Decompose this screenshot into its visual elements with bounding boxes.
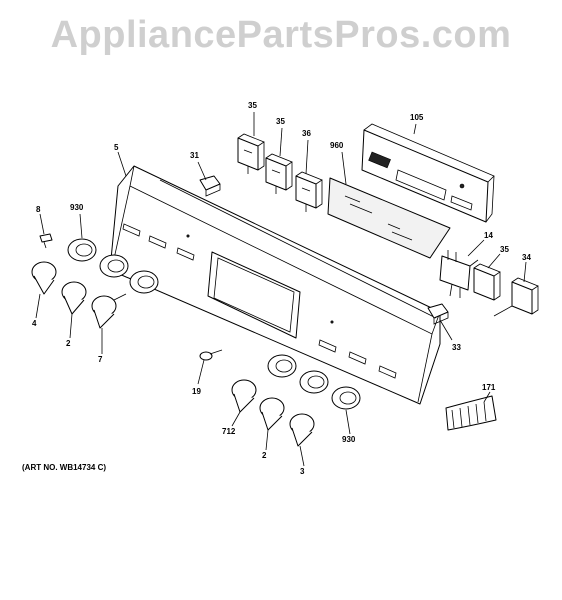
callout-labels: 35 35 36 960 105 5 31 8 930 14 35 34 4 2…	[32, 101, 531, 476]
knob-7[interactable]	[91, 293, 127, 329]
callout-7: 7	[98, 355, 103, 364]
callout-31: 31	[190, 151, 199, 160]
control-glass-panel[interactable]	[327, 177, 451, 259]
callout-35-c: 35	[500, 245, 509, 254]
callout-2-a: 2	[66, 339, 71, 348]
callout-19: 19	[192, 387, 201, 396]
callout-8: 8	[36, 205, 41, 214]
clip-31[interactable]	[199, 175, 221, 197]
callout-3: 3	[300, 467, 305, 476]
control-panel-backsplash[interactable]	[109, 165, 441, 405]
callout-14: 14	[484, 231, 493, 240]
screw-19[interactable]	[199, 349, 223, 361]
callout-35-b: 35	[276, 117, 285, 126]
infinite-switch-35-a[interactable]	[237, 133, 265, 174]
infinite-switch-34[interactable]	[493, 277, 539, 317]
leader-lines	[35, 112, 527, 467]
callout-171: 171	[482, 383, 496, 392]
knob-3[interactable]	[289, 413, 315, 447]
callout-5: 5	[114, 143, 119, 152]
callout-2-b: 2	[262, 451, 267, 460]
callout-712: 712	[222, 427, 236, 436]
infinite-switch-35-c[interactable]	[473, 263, 501, 301]
infinite-switch-36[interactable]	[295, 171, 323, 212]
art-number-label: (ART NO. WB14734 C)	[22, 463, 107, 472]
screw-8[interactable]	[39, 233, 53, 249]
knob-712[interactable]	[231, 379, 257, 413]
callout-930-a: 930	[70, 203, 84, 212]
callout-105: 105	[410, 113, 424, 122]
callout-34: 34	[522, 253, 531, 262]
wire-harness-171[interactable]	[445, 395, 497, 431]
callout-35-a: 35	[248, 101, 257, 110]
clip-33[interactable]	[427, 303, 449, 325]
watermark-logo: AppliancePartsPros.com	[50, 14, 512, 56]
callout-960: 960	[330, 141, 344, 150]
knob-bezel-930-left[interactable]	[67, 238, 159, 294]
knob-4[interactable]	[31, 261, 57, 295]
switch-assembly-14[interactable]	[439, 250, 479, 298]
callout-930-b: 930	[342, 435, 356, 444]
electronic-control-board[interactable]	[361, 123, 495, 223]
knob-bezel-930-right[interactable]	[267, 354, 361, 410]
callout-33: 33	[452, 343, 461, 352]
infinite-switch-35-b[interactable]	[265, 153, 293, 194]
knob-2-left[interactable]	[61, 281, 87, 315]
callout-4: 4	[32, 319, 37, 328]
callout-36: 36	[302, 129, 311, 138]
knob-2-right[interactable]	[259, 397, 285, 431]
